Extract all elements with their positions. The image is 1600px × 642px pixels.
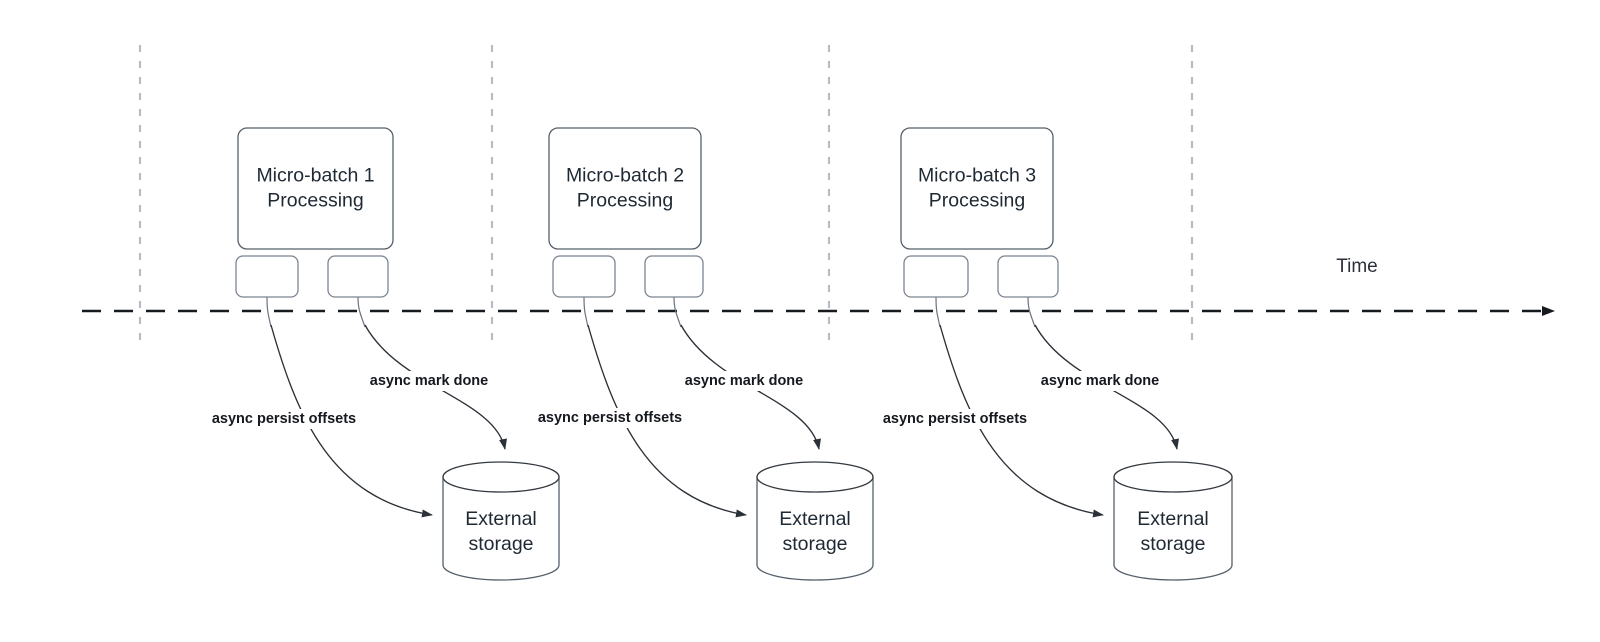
async-persist-offsets-label-3: async persist offsets [883,411,1027,427]
async-mark-done-label-1: async mark done [370,373,488,389]
task-stub-right-3 [1027,296,1036,328]
async-mark-done-label-3: async mark done [1041,373,1159,389]
task-stub-left-3 [935,296,941,328]
micro-batch-label-line1-3: Micro-batch 3 [918,165,1036,187]
time-boundary-guides [138,45,1194,345]
async-mark-done-arrow-1 [364,324,507,450]
async-mark-done-label-1-halo [360,371,498,391]
task-stub-left-1 [266,296,272,328]
task-box-right-1[interactable] [327,255,389,298]
async-mark-done-label-2: async mark done [685,373,803,389]
external-storage-label-line2-2: storage [782,533,847,555]
async-persist-offsets-arrow-1 [270,324,433,518]
external-storage-label-line1-1: External [465,508,537,530]
task-box-right-2[interactable] [644,255,704,298]
micro-batch-box-3[interactable] [900,127,1054,250]
external-storage-label-line1-2: External [779,508,851,530]
task-box-left-3[interactable] [903,255,969,298]
micro-batch-label-line2-2: Processing [577,190,673,212]
time-axis-label-text: Time [1336,256,1378,277]
async-persist-offsets-arrow-3 [939,324,1104,518]
async-persist-offsets-label-2-halo [516,408,704,428]
async-persist-offsets-label-1-halo [190,409,378,429]
external-storage-body-1[interactable] [442,476,560,581]
async-persist-offsets-label-3-halo [861,409,1049,429]
external-storage-label-line2-1: storage [468,533,533,555]
async-mark-done-arrow-2 [680,324,821,450]
micro-batch-box-1[interactable] [237,127,394,250]
external-storage-top-1 [442,461,560,493]
async-persist-offsets-label-2: async persist offsets [538,410,682,426]
external-storage-label-line2-3: storage [1140,533,1205,555]
async-mark-done-arrow-3 [1034,324,1179,450]
external-storage-label-line1-3: External [1137,508,1209,530]
task-box-right-3[interactable] [997,255,1059,298]
micro-batch-label-line2-1: Processing [267,190,363,212]
async-persist-offsets-label-1: async persist offsets [212,411,356,427]
flow-arrows [266,296,1179,518]
micro-batch-label-line2-3: Processing [929,190,1025,212]
micro-batch-label-line1-1: Micro-batch 1 [256,165,374,187]
task-box-left-1[interactable] [235,255,299,298]
external-storage-top-3 [1113,461,1233,493]
micro-batch-box-2[interactable] [548,127,702,250]
external-storage-body-3[interactable] [1113,476,1233,581]
micro-batch-label-line1-2: Micro-batch 2 [566,165,684,187]
task-box-left-2[interactable] [552,255,616,298]
time-axis-label: Time [1336,256,1378,277]
async-mark-done-label-3-halo [1031,371,1169,391]
async-mark-done-label-2-halo [675,371,813,391]
task-stub-left-2 [583,296,589,328]
async-persist-offsets-arrow-2 [587,324,747,518]
task-stub-right-2 [673,296,682,328]
external-storage-body-2[interactable] [756,476,874,581]
edge-labels: async mark done async persist offsets asyn… [190,371,1169,429]
task-stub-right-1 [357,296,366,328]
external-storage-top-2 [756,461,874,493]
